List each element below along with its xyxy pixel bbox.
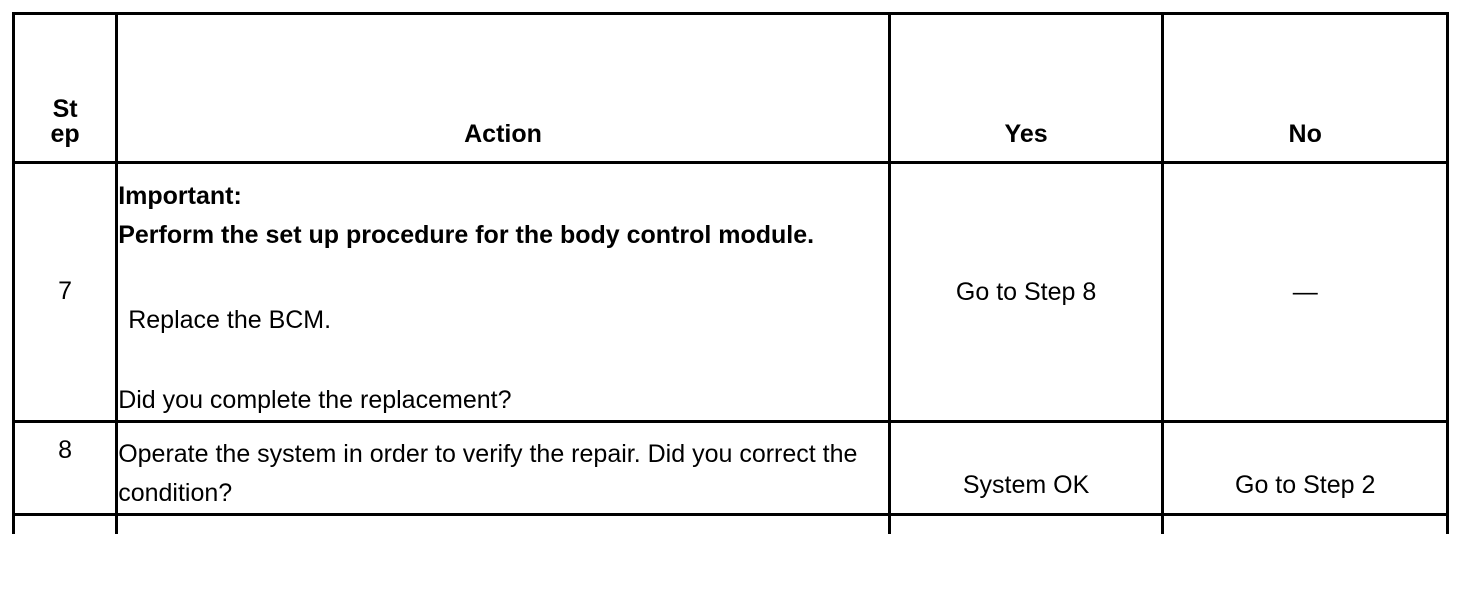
cell-action: Operate the system in order to verify th…: [115, 420, 891, 516]
cell-step-number: 7: [11, 161, 119, 423]
column-header-yes: Yes: [887, 12, 1165, 164]
column-header-step: St ep: [11, 12, 119, 164]
action-instruction: Replace the BCM.: [128, 305, 332, 334]
action-important-label: Important:: [118, 182, 242, 210]
cell-yes-answer: [887, 512, 1165, 534]
column-header-step-line-1: St: [52, 95, 78, 123]
table-row: 8 Operate the system in order to verify …: [11, 420, 1449, 516]
cell-action: [115, 512, 891, 534]
diagnostic-procedure-table: St ep Action Yes No 7 Important: Perform…: [11, 12, 1449, 534]
cell-no-answer: Go to Step 2: [1161, 420, 1449, 516]
column-header-step-line-2: ep: [50, 120, 80, 148]
action-spacer-2: [118, 339, 888, 381]
cell-no-answer: —: [1161, 161, 1449, 423]
action-spacer-1: [118, 255, 888, 301]
table-row: 7 Important: Perform the set up procedur…: [11, 161, 1449, 423]
cell-step-number: 8: [11, 420, 119, 516]
cell-no-answer: [1161, 512, 1449, 534]
cell-action: Important: Perform the set up procedure …: [115, 161, 891, 423]
cell-yes-answer: System OK: [887, 420, 1165, 516]
action-important-block: Important: Perform the set up procedure …: [118, 177, 888, 255]
action-question: Did you complete the replacement?: [118, 386, 512, 415]
column-header-action: Action: [115, 12, 891, 164]
column-header-no: No: [1161, 12, 1449, 164]
action-question: Operate the system in order to verify th…: [118, 440, 858, 507]
action-important-text: Perform the set up procedure for the bod…: [118, 220, 815, 249]
table-header-row: St ep Action Yes No: [11, 12, 1449, 164]
table-row-continuation: [11, 512, 1449, 534]
cell-yes-answer: Go to Step 8: [887, 161, 1165, 423]
cell-step-number: [11, 512, 119, 534]
